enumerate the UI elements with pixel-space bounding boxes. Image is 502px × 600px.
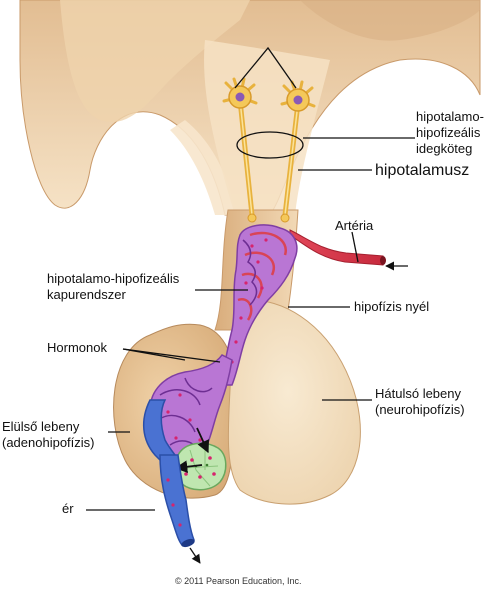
copyright-text: © 2011 Pearson Education, Inc. [175, 576, 302, 586]
release-arrow-right [196, 427, 210, 454]
vein [159, 454, 195, 548]
label-posterior-line-2: (neurohipofízis) [375, 402, 465, 417]
leader-lines [86, 46, 415, 564]
primary-capillary-plexus [219, 224, 298, 386]
secretory-cells [173, 442, 227, 491]
label-portal-line-2: kapurendszer [47, 287, 126, 302]
label-tract-line-3: idegköteg [416, 141, 473, 156]
label-pituitary-stalk: hipofízis nyél [354, 299, 430, 314]
label-anterior-line-1: Elülső lebeny [2, 419, 80, 434]
label-hypothalamus: hipotalamusz [375, 162, 470, 179]
label-portal-line-1: hipotalamo-hipofizeális [47, 271, 180, 286]
label-posterior-lobe: Hátulsó lebeny (neurohipofízis) [375, 386, 465, 418]
artery [289, 229, 384, 266]
axon-terminals [247, 213, 290, 223]
label-portal-system: hipotalamo-hipofizeális kapurendszer [47, 271, 179, 303]
label-anterior-lobe: Elülső lebeny (adenohipofízis) [2, 419, 95, 451]
label-vein: ér [62, 501, 74, 516]
label-artery: Artéria [335, 218, 374, 233]
label-anterior-line-2: (adenohipofízis) [2, 435, 95, 450]
label-tract-line-1: hipotalamo- [416, 109, 484, 124]
label-hormones: Hormonok [47, 340, 107, 355]
label-hypothalamo-hypophyseal-tract: hipotalamo- hipofizeális idegköteg [416, 109, 484, 157]
label-tract-line-2: hipofizeális [416, 125, 481, 140]
arrow-out-icon [189, 547, 201, 564]
artery-lumen [380, 256, 386, 265]
neuron-cell-icon [222, 77, 316, 112]
label-posterior-line-1: Hátulsó lebeny [375, 386, 461, 401]
